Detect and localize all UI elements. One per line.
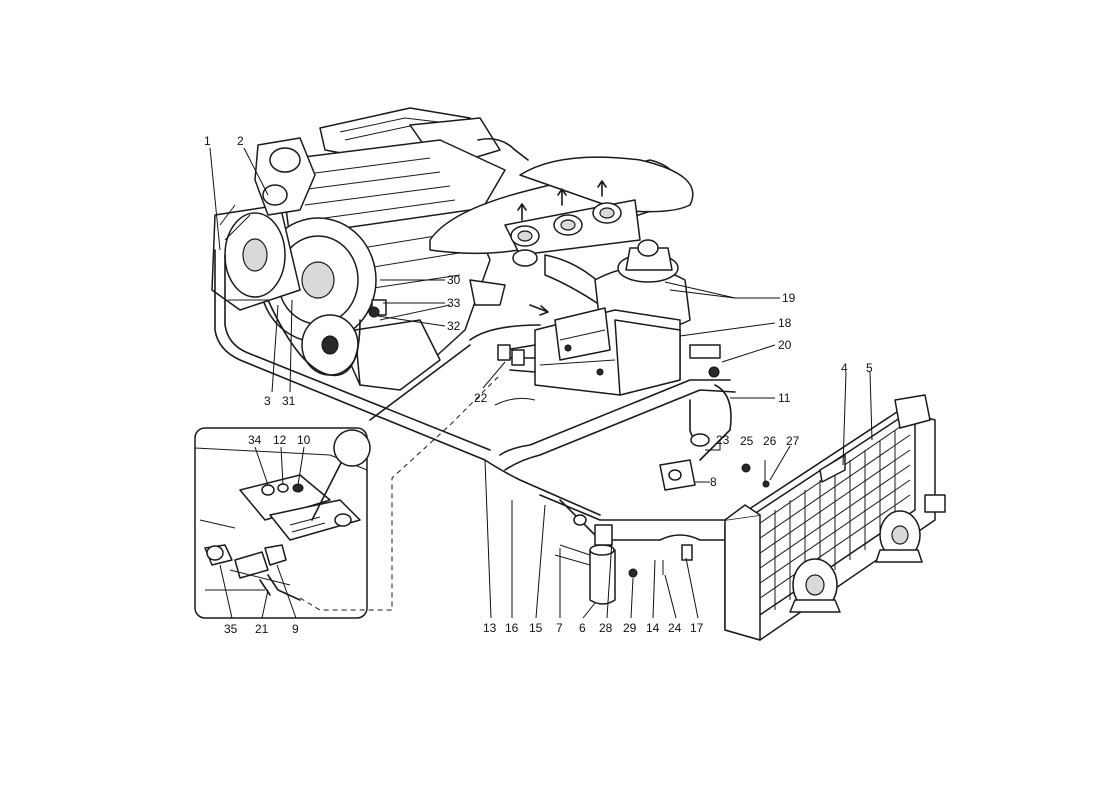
callout-14: 14 — [646, 621, 660, 635]
air-ducts — [429, 156, 694, 306]
engine-assembly — [211, 107, 529, 391]
callout-28: 28 — [599, 621, 613, 635]
control-panel-inset — [194, 427, 371, 619]
callout-20: 20 — [778, 338, 792, 352]
callout-7: 7 — [556, 621, 563, 635]
callout-labels: 1 2 3 31 30 33 32 19 18 20 11 22 23 8 25… — [204, 134, 873, 636]
callout-3: 3 — [264, 394, 271, 408]
callout-29: 29 — [623, 621, 637, 635]
callout-17: 17 — [690, 621, 704, 635]
callout-19: 19 — [782, 291, 796, 305]
callout-13: 13 — [483, 621, 497, 635]
pressure-switch — [659, 459, 696, 491]
callout-5: 5 — [866, 361, 873, 375]
callout-4: 4 — [841, 361, 848, 375]
callout-6: 6 — [579, 621, 586, 635]
condenser — [724, 394, 946, 641]
callout-10: 10 — [297, 433, 311, 447]
leader-lines — [209, 147, 873, 619]
callout-8: 8 — [710, 475, 717, 489]
callout-18: 18 — [778, 316, 792, 330]
callout-27: 27 — [786, 434, 800, 448]
callout-9: 9 — [292, 622, 299, 636]
small-fittings — [662, 460, 770, 575]
callout-23: 23 — [716, 433, 730, 447]
callout-2: 2 — [237, 134, 244, 148]
callout-22: 22 — [474, 391, 488, 405]
callout-11: 11 — [778, 391, 791, 405]
callout-31: 31 — [282, 394, 296, 408]
callout-1: 1 — [204, 134, 211, 148]
inset-reference-line — [299, 374, 501, 611]
callout-25: 25 — [740, 434, 754, 448]
callout-35: 35 — [224, 622, 238, 636]
refrigerant-lines — [214, 249, 736, 541]
callout-26: 26 — [763, 434, 777, 448]
callout-21: 21 — [255, 622, 269, 636]
callout-30: 30 — [447, 273, 461, 287]
callout-32: 32 — [447, 319, 461, 333]
callout-33: 33 — [447, 296, 461, 310]
callout-24: 24 — [668, 621, 682, 635]
receiver-drier — [554, 514, 638, 605]
callout-34: 34 — [248, 433, 262, 447]
blower-evaporator-unit — [497, 239, 721, 396]
callout-12: 12 — [273, 433, 287, 447]
callout-15: 15 — [529, 621, 543, 635]
callout-16: 16 — [505, 621, 519, 635]
